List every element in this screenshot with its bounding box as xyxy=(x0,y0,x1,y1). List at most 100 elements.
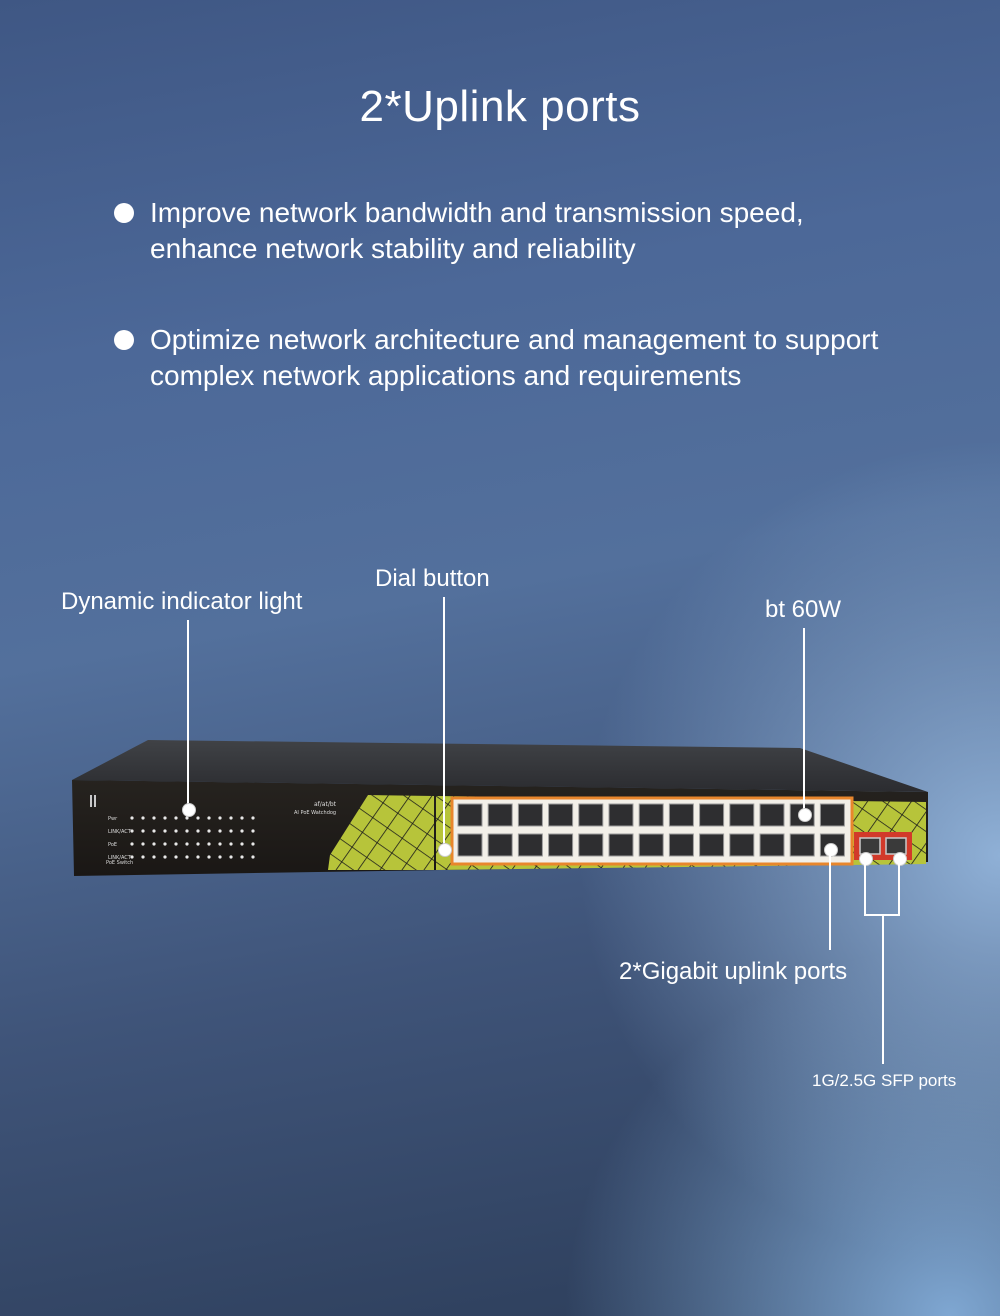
callout-dot xyxy=(859,852,873,866)
rj45-port xyxy=(578,833,604,857)
rj45-port xyxy=(608,803,634,827)
rj45-port xyxy=(759,803,785,827)
rj45-port xyxy=(668,803,694,827)
callout-line xyxy=(829,850,831,950)
rj45-port xyxy=(638,833,664,857)
rj45-port xyxy=(819,803,845,827)
rj45-port xyxy=(487,803,513,827)
sfp-port xyxy=(885,837,907,855)
indicator-led xyxy=(251,816,255,820)
rj45-port xyxy=(578,803,604,827)
indicator-led xyxy=(229,842,233,846)
rj45-port xyxy=(699,803,725,827)
feature-line: Improve network bandwidth and transmissi… xyxy=(150,197,804,228)
indicator-led xyxy=(218,855,222,859)
rj45-port xyxy=(517,803,543,827)
indicator-led xyxy=(185,855,189,859)
feature-text: Optimize network architecture and manage… xyxy=(150,322,970,394)
indicator-led xyxy=(207,855,211,859)
callout-line xyxy=(864,860,866,916)
indicator-led xyxy=(152,816,156,820)
indicator-led xyxy=(163,842,167,846)
indicator-led xyxy=(229,816,233,820)
indicator-led xyxy=(130,829,134,833)
rj45-port xyxy=(638,803,664,827)
feature-line: Optimize network architecture and manage… xyxy=(150,324,879,355)
indicator-led xyxy=(174,842,178,846)
indicator-led xyxy=(174,816,178,820)
indicator-led xyxy=(251,842,255,846)
indicator-led xyxy=(196,829,200,833)
indicator-led xyxy=(163,816,167,820)
indicator-led xyxy=(174,855,178,859)
rj45-port xyxy=(699,833,725,857)
bullet-icon xyxy=(114,330,134,350)
callout-line xyxy=(882,914,884,1064)
callout-dot xyxy=(824,843,838,857)
indicator-led xyxy=(141,842,145,846)
callout-dial-button: Dial button xyxy=(375,565,490,592)
indicator-led xyxy=(152,829,156,833)
poe-switch-device: Pwr LINK/ACT PoE LINK/ACT PoE Switch af/… xyxy=(72,740,928,876)
indicator-led xyxy=(207,829,211,833)
svg-text:Pwr: Pwr xyxy=(108,816,118,822)
indicator-led xyxy=(141,816,145,820)
indicator-led xyxy=(229,829,233,833)
model-text: PoE Switch xyxy=(106,860,133,866)
indicator-led xyxy=(185,842,189,846)
switch-top xyxy=(72,740,928,792)
panel-sub-text: AI PoE Watchdog xyxy=(294,810,336,816)
callout-dot xyxy=(438,843,452,857)
rj45-port xyxy=(548,833,574,857)
indicator-led xyxy=(240,816,244,820)
indicator-led xyxy=(163,855,167,859)
callout-gigabit-uplink: 2*Gigabit uplink ports xyxy=(619,958,848,985)
indicator-led xyxy=(251,829,255,833)
indicator-leds xyxy=(130,816,255,859)
indicator-led xyxy=(196,855,200,859)
indicator-led xyxy=(251,855,255,859)
callout-line xyxy=(187,620,189,808)
indicator-led xyxy=(218,816,222,820)
rj45-port xyxy=(457,803,483,827)
svg-text:LINK/ACT: LINK/ACT xyxy=(108,829,132,835)
callout-line xyxy=(898,860,900,916)
indicator-led xyxy=(130,855,134,859)
page-title: 2*Uplink ports xyxy=(359,82,641,131)
panel-top-text: af/at/bt xyxy=(314,801,337,808)
indicator-led xyxy=(130,842,134,846)
indicator-led xyxy=(163,829,167,833)
svg-text:LINK/ACT: LINK/ACT xyxy=(108,855,132,861)
indicator-led xyxy=(207,816,211,820)
callout-indicator-light: Dynamic indicator light xyxy=(61,588,303,615)
indicator-led xyxy=(218,829,222,833)
accent-panel xyxy=(328,795,434,870)
indicator-led xyxy=(240,842,244,846)
indicator-led xyxy=(185,816,189,820)
feature-text: Improve network bandwidth and transmissi… xyxy=(150,195,970,267)
svg-text:PoE: PoE xyxy=(108,842,117,848)
indicator-led xyxy=(218,842,222,846)
rj45-port xyxy=(668,833,694,857)
callout-dot xyxy=(893,852,907,866)
indicator-led xyxy=(207,842,211,846)
rj45-port xyxy=(457,833,483,857)
indicator-led xyxy=(152,842,156,846)
rj45-port xyxy=(487,833,513,857)
indicator-led xyxy=(240,855,244,859)
indicator-led xyxy=(174,829,178,833)
indicator-led xyxy=(196,842,200,846)
indicator-led xyxy=(130,816,134,820)
rj45-port xyxy=(608,833,634,857)
bullet-icon xyxy=(114,203,134,223)
callout-dot xyxy=(798,808,812,822)
indicator-led xyxy=(152,855,156,859)
callout-dot xyxy=(182,803,196,817)
callout-line xyxy=(803,628,805,812)
callout-bt-60w: bt 60W xyxy=(765,596,842,623)
rj45-port xyxy=(548,803,574,827)
indicator-led xyxy=(240,829,244,833)
callout-sfp-ports: 1G/2.5G SFP ports xyxy=(812,1071,957,1090)
feature-line: complex network applications and require… xyxy=(150,360,742,391)
rj45-port xyxy=(729,803,755,827)
